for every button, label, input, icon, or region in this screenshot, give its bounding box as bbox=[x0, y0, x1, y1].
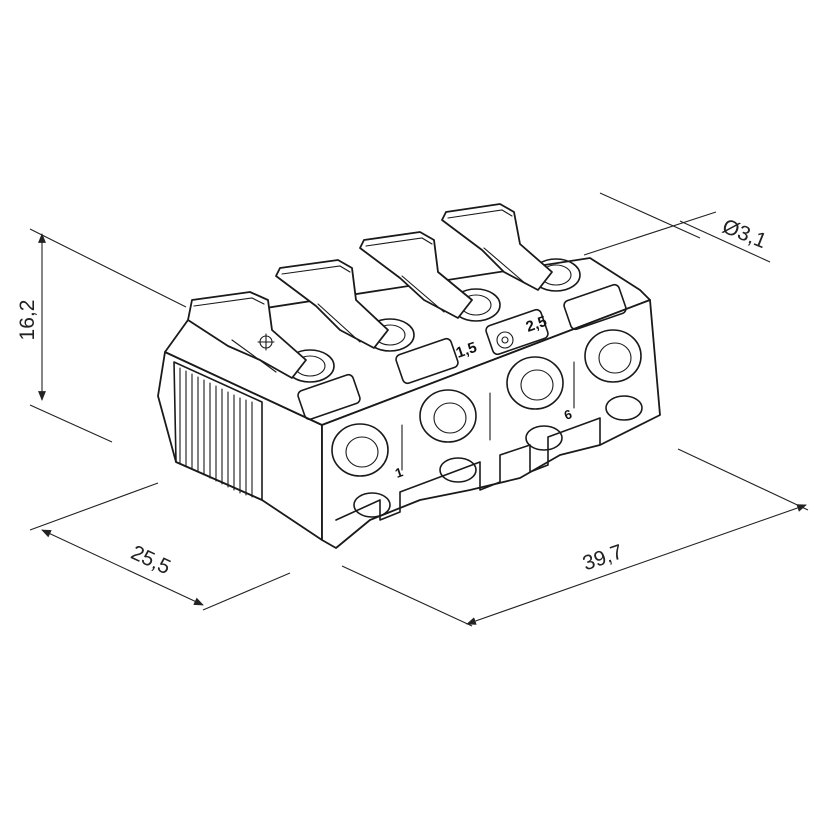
release-slot-1 bbox=[297, 373, 361, 421]
lever-4 bbox=[441, 203, 553, 291]
dimension-height: 16,2 bbox=[16, 228, 187, 443]
cross-section-marking-a: 1,5 bbox=[454, 339, 479, 362]
release-slot-2 bbox=[395, 337, 459, 385]
front-wire-entries bbox=[331, 329, 643, 518]
lever-1 bbox=[187, 291, 307, 379]
cross-section-marking-b: 2,5 bbox=[524, 313, 549, 336]
dimension-height-label: 16,2 bbox=[16, 300, 39, 341]
side-grip-ribs bbox=[173, 361, 263, 501]
dimension-hole-diameter: Ø3,1 bbox=[583, 192, 771, 263]
lever-2 bbox=[275, 259, 389, 349]
dimension-hole-diameter-label: Ø3,1 bbox=[719, 215, 770, 253]
body-markings: 1,5 2,5 1 6 bbox=[257, 313, 574, 481]
levers bbox=[187, 203, 553, 379]
connector-body bbox=[157, 257, 661, 549]
release-slot-3 bbox=[485, 308, 549, 356]
approval-logo-icon bbox=[257, 333, 275, 351]
release-slot-4 bbox=[563, 283, 627, 331]
pole-number-1: 1 bbox=[393, 464, 405, 481]
pole-number-6: 6 bbox=[562, 406, 574, 423]
lever-3 bbox=[359, 231, 473, 319]
dimension-depth: 25,5 bbox=[29, 482, 291, 611]
